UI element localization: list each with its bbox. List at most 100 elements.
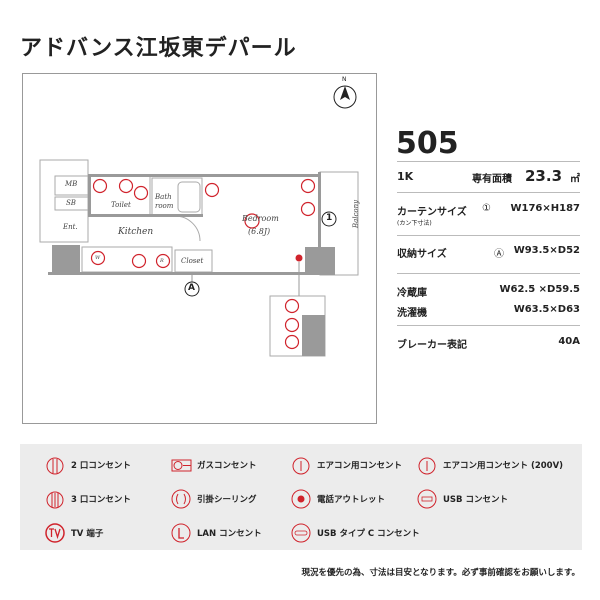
breaker-row: ブレーカー表記 40A	[397, 336, 580, 351]
north-arrow-icon	[340, 86, 350, 100]
tv-terminal-icon	[45, 523, 65, 543]
marker-1: 1	[326, 213, 333, 223]
lan-outlet-icon	[284, 334, 300, 350]
legend-item: 引掛シーリング	[170, 488, 257, 510]
breaker-value: 40A	[558, 336, 580, 347]
fridge-row: 冷蔵庫 W62.5 ×D59.5	[397, 284, 580, 299]
fridge-value: W62.5 ×D59.5	[499, 284, 580, 295]
ceiling-hook-icon	[171, 489, 191, 509]
label-bath: Bath	[155, 193, 172, 201]
floor-plan-frame	[22, 73, 377, 424]
legend-label: LAN コンセント	[197, 529, 262, 539]
ac-outlet-icon	[300, 201, 316, 217]
legend: 2 口コンセント ガスコンセント エアコン用コンセント エアコン用コンセント (200…	[20, 444, 582, 550]
ac-outlet-icon	[292, 457, 310, 475]
property-title: アドバンス江坂東デパール	[20, 36, 297, 61]
label-sb: SB	[66, 199, 76, 207]
storage-marker: Ⓐ	[494, 249, 504, 260]
walls	[48, 172, 335, 356]
bathtub	[177, 181, 201, 213]
tv-terminal-icon	[284, 317, 300, 333]
divider	[397, 192, 580, 193]
outlet-icon	[90, 250, 106, 266]
divider	[397, 161, 580, 162]
label-bedroom-size: (6.8J)	[248, 227, 271, 236]
curtain-label: カーテンサイズ	[397, 207, 467, 218]
fridge-label: 冷蔵庫	[397, 288, 427, 299]
label-closet: Closet	[181, 257, 204, 265]
outlet-icon	[300, 178, 316, 194]
legend-label: 電話アウトレット	[317, 495, 386, 505]
legend-item: エアコン用コンセント	[290, 454, 402, 476]
label-kitchen: Kitchen	[118, 227, 154, 237]
legend-label: TV 端子	[71, 529, 104, 539]
area-value: 23.3	[525, 167, 563, 185]
legend-item: LAN コンセント	[170, 522, 262, 544]
legend-label: ガスコンセント	[197, 461, 257, 471]
toilet-room	[89, 175, 151, 217]
storage-value: W93.5×D52	[513, 245, 580, 256]
lan-outlet-icon	[171, 523, 191, 543]
disclaimer-note: 現況を優先の為、寸法は目安となります。必ず事前確認をお願いします。	[301, 568, 580, 578]
legend-label: 2 口コンセント	[71, 461, 131, 471]
label-ent: Ent.	[63, 223, 78, 231]
divider	[397, 325, 580, 326]
curtain-sublabel: (カン下寸法)	[397, 220, 432, 227]
layout-type: 1K	[397, 170, 414, 183]
outlet-icon	[204, 182, 220, 198]
area-label: 専有面積	[472, 174, 512, 185]
label-balcony: Balcony	[352, 199, 361, 229]
washer-row: 洗濯機 W63.5×D63	[397, 304, 580, 319]
phone-outlet-icon	[291, 489, 311, 509]
legend-item: 2 口コンセント	[44, 454, 131, 476]
layout-row: 1K 専有面積 23.3 ㎡	[397, 167, 580, 185]
label-toilet: Toilet	[111, 201, 131, 209]
phone-outlet-icon	[295, 254, 303, 262]
ac-200v-outlet-icon	[418, 457, 436, 475]
divider	[397, 273, 580, 274]
legend-item: ガスコンセント	[170, 454, 257, 476]
legend-item: エアコン用コンセント (200V)	[416, 454, 563, 476]
ceiling-hook-icon	[244, 213, 260, 229]
outlet-icon	[131, 253, 147, 269]
label-mb: MB	[65, 180, 78, 188]
outlet-2-icon	[46, 457, 64, 475]
label-bedroom: Bedroom	[242, 214, 279, 223]
legend-label: 引掛シーリング	[197, 495, 257, 505]
washer-value: W63.5×D63	[513, 304, 580, 315]
outlet-icon	[118, 178, 134, 194]
usb-outlet-icon	[417, 489, 437, 509]
legend-label: エアコン用コンセント	[317, 461, 403, 471]
storage-marker-icon	[184, 281, 200, 297]
legend-label: USB コンセント	[443, 495, 508, 505]
label-washer: W	[95, 255, 101, 261]
outlet-icon	[92, 178, 108, 194]
curtain-value: W176×H187	[510, 203, 580, 214]
outlet-3-icon	[46, 491, 64, 509]
curtain-row: カーテンサイズ ① W176×H187 (カン下寸法)	[397, 203, 580, 227]
label-bath-room: room	[155, 202, 174, 210]
outlet-icon	[155, 253, 171, 269]
unit-number: 505	[396, 126, 459, 161]
north-label: N	[342, 76, 347, 83]
legend-item: TV 端子	[44, 522, 103, 544]
washer-label: 洗濯機	[397, 308, 427, 319]
marker-a: A	[188, 283, 195, 293]
legend-label: 3 口コンセント	[71, 495, 131, 505]
door-swing	[174, 215, 201, 242]
breaker-label: ブレーカー表記	[397, 340, 467, 351]
legend-item: USB コンセント	[416, 488, 508, 510]
curtain-marker: ①	[482, 203, 491, 214]
legend-item: 電話アウトレット	[290, 488, 385, 510]
curtain-marker-icon	[321, 211, 337, 227]
legend-item: 3 口コンセント	[44, 488, 131, 510]
divider	[397, 235, 580, 236]
area-unit: ㎡	[570, 174, 580, 185]
outlet-icons	[90, 178, 316, 350]
outlet-icon	[284, 298, 300, 314]
storage-label: 収納サイズ	[397, 249, 447, 260]
label-fridge: R	[160, 258, 164, 264]
usb-c-outlet-icon	[291, 523, 311, 543]
gas-outlet-icon	[171, 459, 192, 472]
